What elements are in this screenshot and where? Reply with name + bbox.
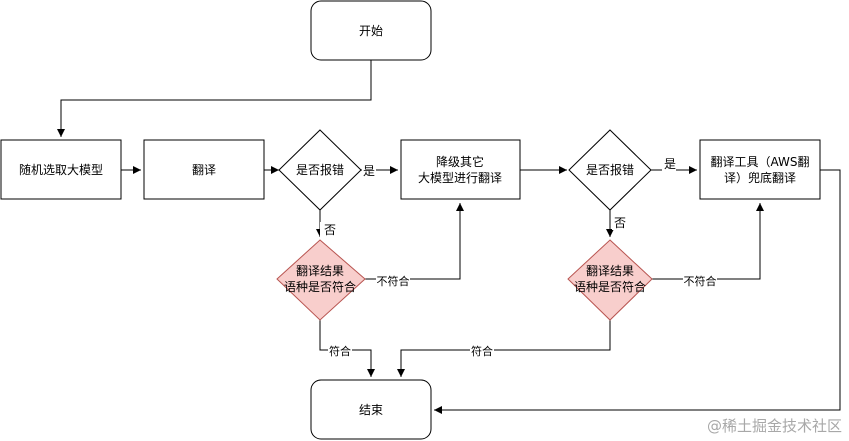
edge-label-yes-1: 是 xyxy=(363,164,375,178)
start-label: 开始 xyxy=(359,24,383,38)
lang-check-2-label-line2: 语种是否符合 xyxy=(574,279,646,294)
lang-check-1-label-line1: 翻译结果 xyxy=(296,264,344,278)
translate-node xyxy=(143,139,265,200)
check-error-2-label: 是否报错 xyxy=(586,162,634,177)
start-node xyxy=(310,0,432,61)
edge-aws-to-end xyxy=(434,169,841,414)
check-error-1-decision xyxy=(278,129,362,211)
edge-lang1-notmatch-to-downgrade xyxy=(365,203,464,280)
random-select-label: 随机选取大模型 xyxy=(19,162,103,177)
edge-start-to-random xyxy=(57,60,372,137)
edge-label-not-match-2: 不符合 xyxy=(684,274,717,288)
lang-check-1-decision xyxy=(276,239,366,321)
edge-label-not-match-1: 不符合 xyxy=(377,274,410,288)
random-select-node xyxy=(0,139,122,200)
downgrade-node xyxy=(400,139,521,200)
edge-label-match-2: 符合 xyxy=(471,344,493,358)
lang-check-2-label-line1: 翻译结果 xyxy=(586,264,634,278)
end-node xyxy=(310,379,432,440)
edge-lang2-notmatch-to-aws xyxy=(652,203,764,280)
check-error-2-decision xyxy=(568,129,652,211)
downgrade-label-line2: 大模型进行翻译 xyxy=(418,171,502,185)
lang-check-2-decision xyxy=(567,239,653,321)
aws-fallback-node xyxy=(699,139,821,200)
edge-label-no-2: 否 xyxy=(614,216,626,230)
aws-label-line1: 翻译工具（AWS翻 xyxy=(710,155,809,169)
edge-label-no-1: 否 xyxy=(324,223,336,237)
lang-check-1-label-line2: 语种是否符合 xyxy=(284,279,356,294)
end-label: 结束 xyxy=(359,403,383,417)
aws-label-line2: 译）兜底翻译 xyxy=(724,170,796,185)
edge-label-yes-2: 是 xyxy=(664,157,676,171)
edge-label-match-1: 符合 xyxy=(329,344,351,358)
check-error-1-label: 是否报错 xyxy=(296,162,344,177)
downgrade-label-line1: 降级其它 xyxy=(436,154,484,169)
edge-lang2-match-to-end xyxy=(397,320,611,377)
translate-label: 翻译 xyxy=(192,163,216,177)
watermark: @稀土掘金技术社区 xyxy=(707,417,842,435)
